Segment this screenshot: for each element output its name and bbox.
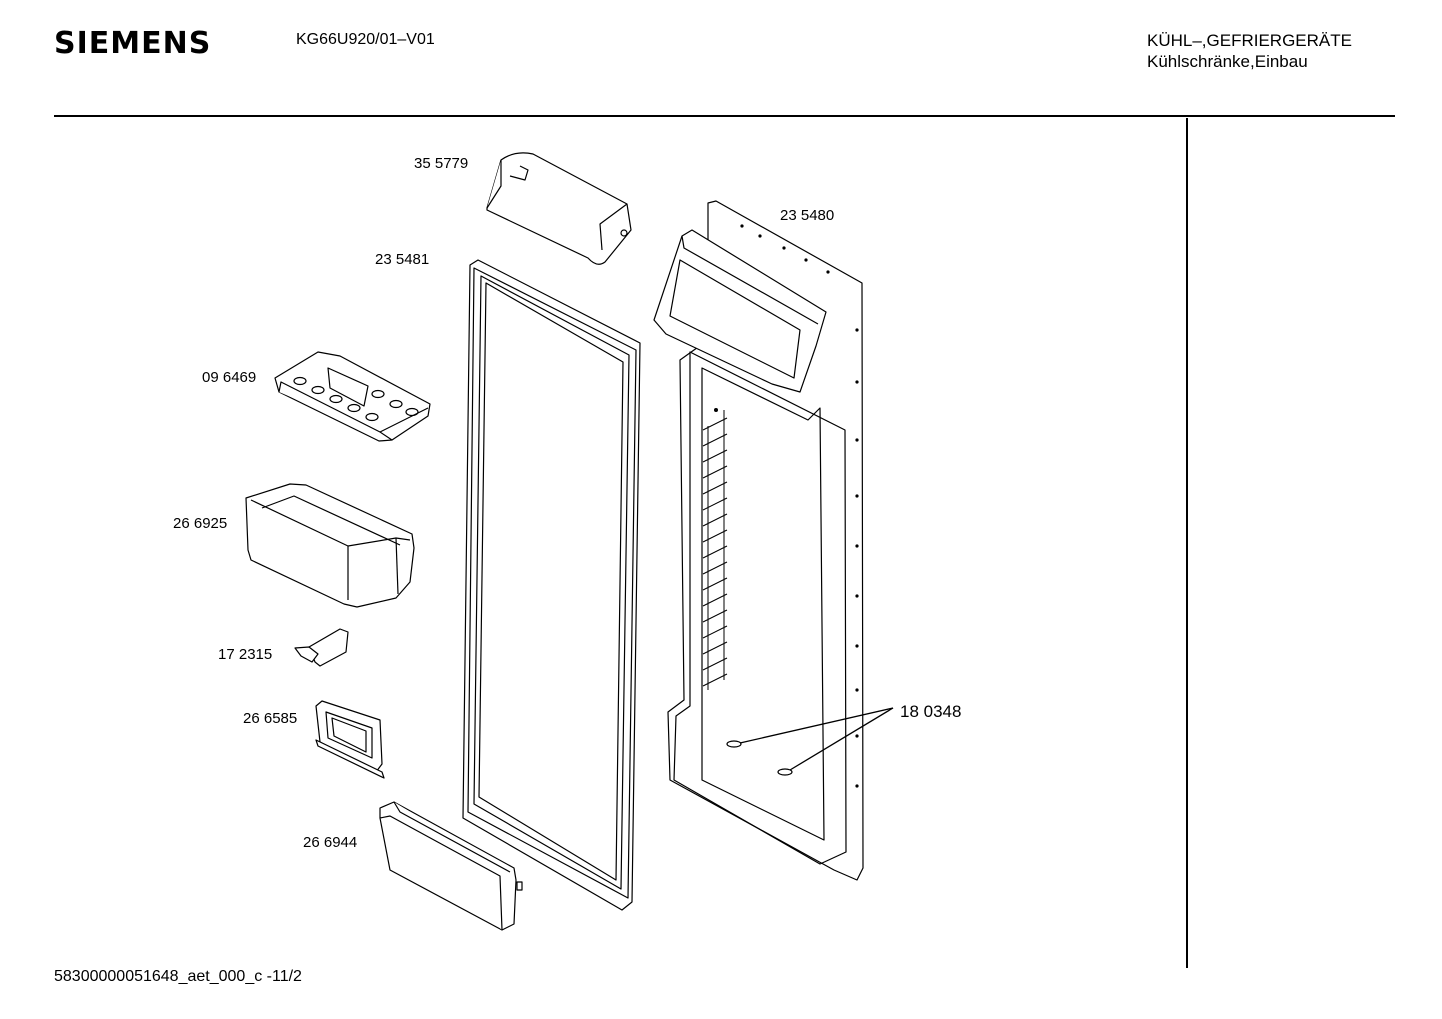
category-subtitle: Kühlschränke,Einbau xyxy=(1147,52,1308,71)
leader-lines xyxy=(739,707,894,771)
category-title: KÜHL–,GEFRIERGERÄTE xyxy=(1147,31,1352,50)
part-retainer-drawing xyxy=(294,628,349,667)
part-label-235480: 23 5480 xyxy=(780,207,834,224)
part-bin-small-drawing xyxy=(315,700,385,779)
part-shelf-cover-drawing xyxy=(486,152,632,265)
panel-detail-dot xyxy=(714,408,718,412)
model-number: KG66U920/01–V01 xyxy=(296,31,435,48)
part-label-266585: 26 6585 xyxy=(243,710,297,727)
part-gasket-drawing xyxy=(462,259,641,911)
document-code: 58300000051648_aet_000_c -11/2 xyxy=(54,968,302,985)
part-inner-panel-drawing xyxy=(653,200,864,881)
part-label-096469: 09 6469 xyxy=(202,369,256,386)
part-bin-large-drawing xyxy=(245,483,415,608)
part-label-235481: 23 5481 xyxy=(375,251,429,268)
part-label-172315: 17 2315 xyxy=(218,646,272,663)
part-egg-tray-drawing xyxy=(274,351,431,442)
part-bottle-shelf-drawing xyxy=(379,801,523,931)
part-label-355779: 35 5779 xyxy=(414,155,468,172)
part-label-266944: 26 6944 xyxy=(303,834,357,851)
part-label-180348: 18 0348 xyxy=(900,702,961,721)
part-label-266925: 26 6925 xyxy=(173,515,227,532)
brand-logo: SIEMENS xyxy=(54,26,212,61)
